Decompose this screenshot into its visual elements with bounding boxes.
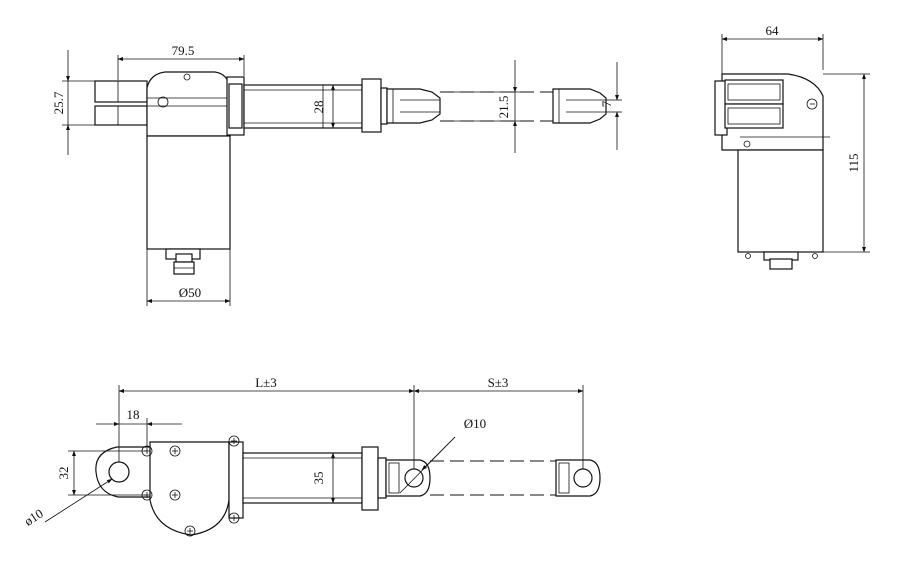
dim-clevis-height-label: 25.7 [51, 91, 66, 114]
end-motor [737, 149, 824, 270]
end-housing [714, 73, 830, 151]
rear-clevis [94, 80, 148, 126]
dim-end-height: 115 [823, 73, 870, 253]
dim-rod-diameter: 21.5 [440, 60, 520, 153]
rod-end-extended [552, 88, 607, 124]
bottom-view: L±3 S±3 18 32 35 ø [21, 375, 601, 537]
rear-lug [95, 446, 150, 498]
dim-tube-height-label: 35 [311, 472, 326, 485]
dim-clevis-height: 25.7 [51, 50, 95, 155]
dim-body-length-label: 79.5 [172, 43, 195, 58]
end-view: 64 115 [714, 23, 870, 270]
leader-front-hole-label: Ø10 [464, 416, 486, 431]
dim-stroke-label: S±3 [488, 375, 509, 390]
cable-connector [165, 248, 201, 275]
dim-length-label: L±3 [255, 375, 277, 390]
dim-slot-width-label: 7 [599, 100, 614, 107]
gear-housing [146, 71, 231, 137]
dim-motor-diameter-label: Ø50 [179, 285, 201, 300]
leader-front-hole: Ø10 [399, 416, 486, 494]
dim-stroke: S±3 [413, 375, 584, 469]
dim-lug-height-label: 32 [56, 467, 71, 480]
leader-rear-hole-label: ø10 [21, 506, 46, 529]
dim-slot-width: 7 [599, 62, 622, 150]
leader-rear-hole: ø10 [21, 478, 113, 529]
dim-lug-height: 32 [56, 450, 147, 496]
dim-rod-diameter-label: 21.5 [496, 96, 511, 119]
dim-offset-label: 18 [127, 407, 140, 422]
dim-motor-diameter: Ø50 [146, 249, 231, 306]
motor-body [146, 135, 231, 250]
front-collar [361, 78, 388, 133]
bottom-housing [141, 441, 230, 537]
bottom-rod-end-retracted [385, 459, 431, 497]
dim-tube-height: 35 [311, 452, 335, 504]
side-view: 79.5 25.7 28 21.5 [51, 43, 622, 306]
bottom-tube [242, 452, 363, 504]
dim-tube-diameter-label: 28 [311, 101, 326, 114]
outer-tube [243, 84, 363, 129]
bottom-rod-end-extended [555, 459, 601, 497]
dim-end-width-label: 64 [766, 23, 780, 38]
dim-tube-diameter: 28 [311, 84, 335, 129]
front-flange [226, 76, 245, 136]
dim-end-height-label: 115 [846, 153, 861, 172]
dim-length: L±3 [118, 375, 415, 469]
bottom-collar [361, 446, 387, 511]
rod-end-retracted [386, 88, 441, 124]
dim-offset: 18 [96, 407, 182, 446]
dim-end-width: 64 [721, 23, 824, 74]
dim-body-length: 79.5 [117, 43, 245, 80]
bottom-flange [228, 435, 244, 524]
